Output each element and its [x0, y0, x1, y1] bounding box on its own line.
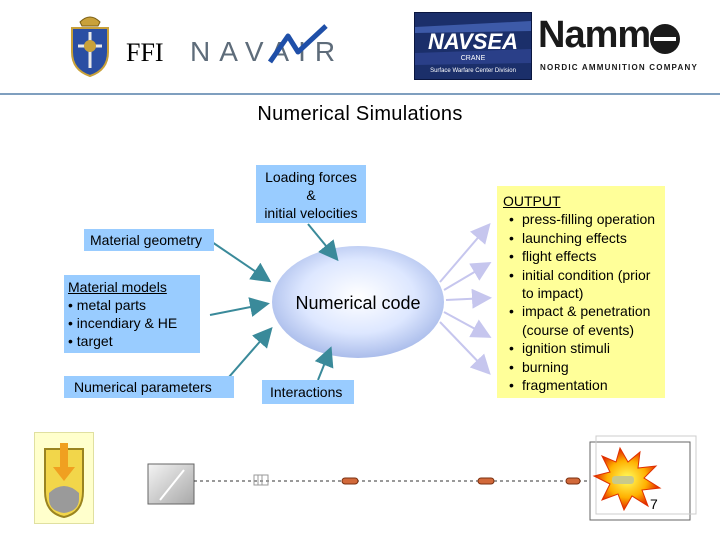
- material-models-heading: Material models: [68, 279, 167, 295]
- loading-forces-box: Loading forces & initial velocities: [256, 165, 366, 223]
- numerical-parameters-box: Numerical parameters: [64, 376, 234, 398]
- interactions-label: Interactions: [270, 384, 343, 400]
- nammo-subtitle: NORDIC AMMUNITION COMPANY: [540, 63, 698, 72]
- output-item: press-filling operation: [503, 210, 659, 229]
- navair-swoosh-icon: [268, 24, 328, 64]
- output-item: flight effects: [503, 247, 659, 266]
- output-item: ignition stimuli: [503, 339, 659, 358]
- navsea-banner-icon: [415, 21, 531, 65]
- numerical-code-label: Numerical code: [295, 293, 421, 313]
- projectile-icon: [341, 477, 581, 485]
- loading-line-1: Loading forces: [265, 169, 357, 185]
- navsea-subtitle: Surface Warfare Center Division: [430, 68, 516, 74]
- navsea-title: NAVSEA: [427, 29, 519, 54]
- numerical-parameters-label: Numerical parameters: [74, 379, 212, 395]
- slide-title: Numerical Simulations: [257, 103, 463, 125]
- output-item: fragmentation: [503, 376, 659, 395]
- output-box: OUTPUT press-filling operation launching…: [497, 186, 665, 398]
- material-models-item-1: • metal parts: [68, 297, 147, 313]
- material-models-item-2: • incendiary & HE: [68, 315, 178, 331]
- output-heading: OUTPUT: [503, 193, 561, 209]
- shaped-charge-icon: [44, 443, 84, 519]
- output-item: initial condition (prior to impact): [503, 266, 659, 303]
- navsea-logo: NAVSEA CRANE Surface Warfare Center Divi…: [414, 12, 532, 80]
- material-geometry-label: Material geometry: [90, 232, 203, 248]
- material-geometry-box: Material geometry: [84, 229, 214, 251]
- header-divider: [0, 93, 720, 95]
- launcher-box-icon: [147, 463, 195, 505]
- loading-line-2: &: [306, 187, 316, 203]
- ffi-crest-icon: [71, 16, 109, 78]
- page-number: 7: [650, 496, 658, 512]
- output-item: impact & penetration (course of events): [503, 302, 659, 339]
- nammo-bullet-icon: [650, 24, 680, 54]
- output-list: press-filling operation launching effect…: [503, 210, 659, 394]
- barrel-icon: [253, 474, 269, 486]
- interactions-box: Interactions: [262, 380, 354, 404]
- material-models-box: Material models • metal parts • incendia…: [64, 275, 200, 353]
- material-models-item-3: • target: [68, 333, 113, 349]
- output-item: launching effects: [503, 229, 659, 248]
- loading-line-3: initial velocities: [264, 205, 358, 221]
- output-item: burning: [503, 358, 659, 377]
- logo-bar: FFI NAVAIR NAVSEA CRANE Surface Warfare …: [0, 0, 720, 90]
- numerical-code-ellipse: [272, 246, 444, 358]
- ffi-logo-text: FFI: [126, 38, 164, 67]
- shaped-charge-panel: [34, 432, 94, 524]
- navsea-crane: CRANE: [460, 55, 486, 62]
